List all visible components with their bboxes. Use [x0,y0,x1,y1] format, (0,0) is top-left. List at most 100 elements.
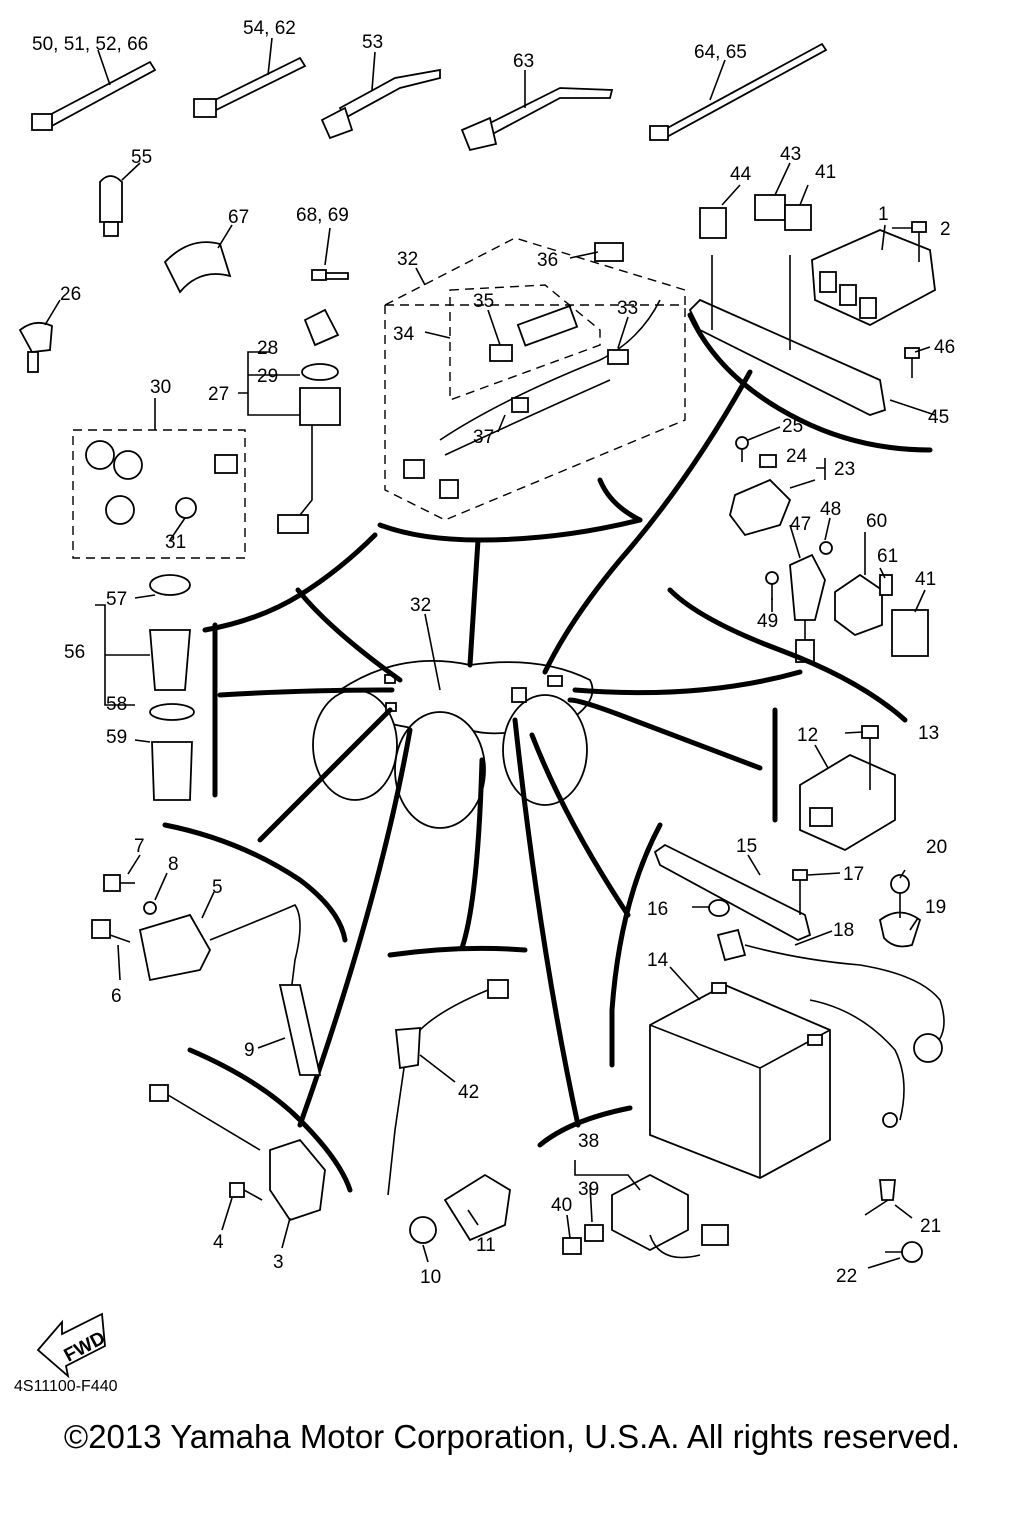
battery-band-15 [653,843,812,941]
label-35: 35 [473,291,494,312]
label-27: 27 [208,384,229,405]
label-26: 26 [60,284,81,305]
label-39: 39 [578,1179,599,1200]
clip-49 [765,571,779,600]
clip-55 [99,175,123,237]
harness-32 [403,242,661,499]
label-21: 21 [920,1216,941,1237]
label-18: 18 [833,920,854,941]
cable-18 [716,928,945,1063]
label-30: 30 [150,377,171,398]
bolt-46 [904,347,920,378]
bolt-6 [91,919,131,943]
label-67: 67 [228,207,249,228]
screw-25 [735,436,749,462]
label-11: 11 [476,1235,496,1256]
label-63: 63 [513,51,534,72]
label-9: 9 [244,1040,255,1061]
label-46: 46 [934,337,955,358]
label-13: 13 [918,723,939,744]
label-24: 24 [786,446,808,467]
holder-19 [878,911,922,948]
key-68 [311,269,349,281]
label-68: 68, 69 [296,205,349,226]
label-38: 38 [578,1131,599,1152]
label-44: 44 [730,164,752,185]
cable-tie-64 [649,42,828,141]
label-36: 36 [537,250,558,271]
clamp-67 [163,241,232,294]
clip-20 [890,874,910,918]
label-32b: 32 [410,595,431,616]
lighter-56 [149,574,195,801]
battery-14 [649,982,831,1179]
label-16: 16 [647,899,668,920]
fuse-39 [584,1224,604,1242]
socket-30 [85,440,238,525]
label-53: 53 [362,32,383,53]
sensor-3 [149,1084,326,1222]
label-1: 1 [878,204,889,225]
bracket-arcs [162,312,933,1193]
relay-44 [699,207,727,239]
bolt-17 [792,869,808,915]
relay-43 [754,194,812,231]
ignition-coil-5 [138,904,322,1076]
main-switch-27 [277,308,341,534]
label-29: 29 [257,366,278,387]
label-54: 54, 62 [243,18,296,39]
leader-lines [44,37,936,1269]
cable-tie-54 [193,56,307,118]
label-34: 34 [393,324,415,345]
label-41a: 41 [815,162,836,183]
label-58: 58 [106,694,127,715]
washer-8 [143,901,157,915]
label-60: 60 [866,511,887,532]
label-57: 57 [106,589,127,610]
label-22: 22 [836,1266,857,1287]
label-17: 17 [843,864,864,885]
cable-tie-63 [460,87,614,152]
relay-23 [729,454,792,537]
label-2: 2 [940,219,951,240]
group-box-32 [384,305,686,521]
label-61: 61 [877,546,898,567]
label-49: 49 [757,611,778,632]
switch-11 [443,1173,511,1242]
label-32a: 32 [397,249,418,270]
fuse-box-60 [834,573,893,637]
rectifier-12 [799,753,896,852]
label-33: 33 [617,298,638,319]
label-64: 64, 65 [694,42,747,63]
label-25: 25 [782,416,803,437]
copyright-notice: ©2013 Yamaha Motor Corporation, U.S.A. A… [63,1418,961,1455]
label-37: 37 [473,427,494,448]
relay-41b [891,609,929,657]
label-20: 20 [926,837,947,858]
sensor-42 [387,979,509,1196]
screw-48 [819,541,833,555]
label-10: 10 [420,1267,441,1288]
label-7: 7 [134,836,145,857]
label-31: 31 [165,532,186,553]
label-4: 4 [213,1232,224,1253]
label-15: 15 [736,836,757,857]
unit-38 [611,1173,729,1259]
cable-tie-50 [31,60,157,131]
label-47: 47 [790,514,811,535]
label-23: 23 [834,459,855,480]
label-56: 56 [64,642,85,663]
label-40: 40 [551,1195,572,1216]
fuse-40 [562,1237,582,1255]
label-43: 43 [780,144,801,165]
label-19: 19 [925,897,946,918]
label-28: 28 [257,338,278,359]
washer-10 [409,1216,437,1244]
drawing-code: 4S11100-F440 [14,1378,118,1395]
cable-tie-53 [320,68,441,140]
bolt-2 [911,221,927,262]
group-box-32-top [384,237,686,306]
label-45: 45 [928,407,949,428]
label-50: 50, 51, 52, 66 [32,34,148,55]
label-42: 42 [458,1082,479,1103]
